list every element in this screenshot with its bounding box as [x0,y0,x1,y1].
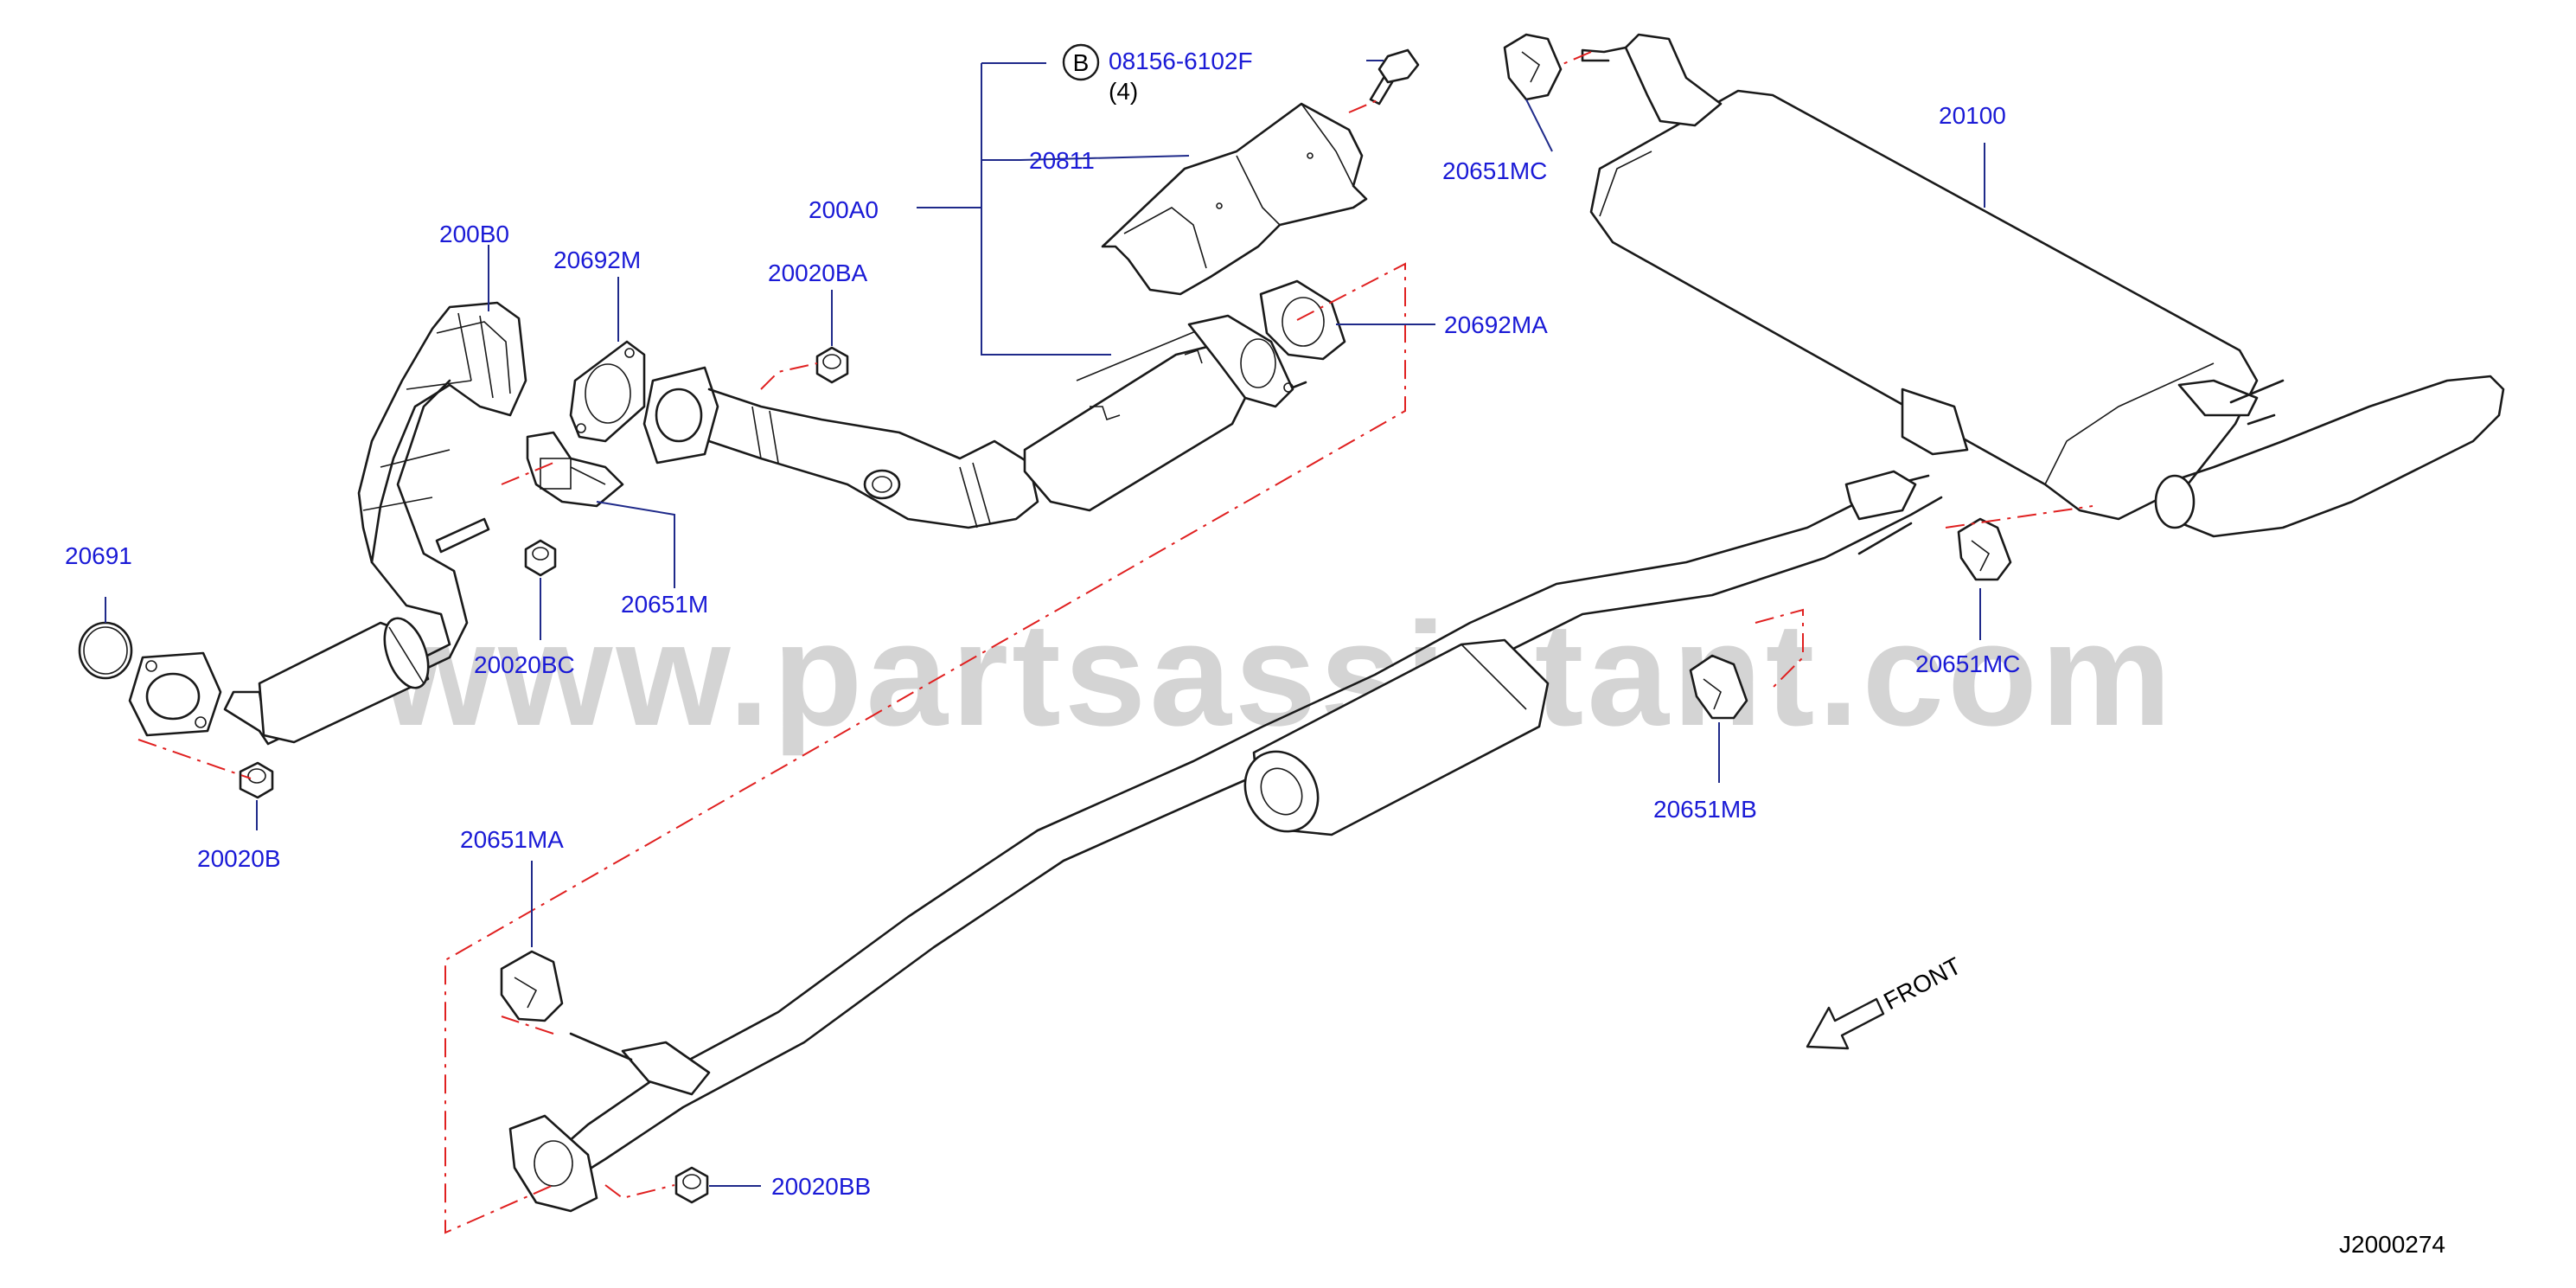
label-20691[interactable]: 20691 [65,542,132,569]
label-20651MC-right[interactable]: 20651MC [1915,650,2020,677]
leader-lines [105,60,1985,1187]
heat-shield-20811[interactable] [1101,102,1368,296]
label-20651MA[interactable]: 20651MA [460,826,564,853]
label-20100[interactable]: 20100 [1939,102,2006,129]
hanger-20651MA[interactable] [500,950,564,1022]
hanger-20651MC-right[interactable] [1957,517,2012,581]
hanger-20651MC-top[interactable] [1503,33,1563,101]
svg-text:B: B [1073,49,1090,76]
hanger-20651MB[interactable] [1689,654,1748,720]
label-20020BB[interactable]: 20020BB [771,1173,871,1200]
label-20811[interactable]: 20811 [1029,147,1095,174]
front-arrow-icon [1806,997,1885,1050]
label-20692M[interactable]: 20692M [553,247,641,273]
diagram-id: J2000274 [2339,1231,2445,1258]
center-pipe-with-sub-muffler[interactable] [508,470,1943,1213]
gasket-20691[interactable] [78,621,133,680]
label-20020BC[interactable]: 20020BC [474,651,575,678]
label-20651MB[interactable]: 20651MB [1653,796,1757,823]
label-20651M[interactable]: 20651M [621,591,708,618]
bolt-08156-6102F[interactable] [1369,48,1420,106]
front-exhaust-tube-200B0[interactable] [128,301,527,746]
nut-20020BB[interactable] [674,1166,709,1204]
catalytic-converter-200A0[interactable] [642,314,1307,529]
nut-20020BA[interactable] [815,346,849,384]
gasket-20692M[interactable] [569,340,646,443]
nut-20020BC[interactable] [524,539,557,577]
gasket-20692MA[interactable] [1259,279,1346,361]
phantom-alignment-lines [137,51,2093,1234]
label-20020B[interactable]: 20020B [197,845,281,872]
front-label: FRONT [1879,952,1966,1016]
label-08156-6102F[interactable]: 08156-6102F [1109,48,1253,74]
nut-20020B[interactable] [239,761,274,799]
callout-b-symbol: B [1062,43,1100,81]
part-labels: 200B0 20692M 20020BA 200A0 20811 08156-6… [65,48,2020,1200]
quantity-label: (4) [1109,78,1138,105]
front-direction-indicator: FRONT [1806,952,1966,1050]
label-20651MC-top[interactable]: 20651MC [1442,157,1547,184]
label-20020BA[interactable]: 20020BA [768,260,868,286]
hanger-20651M[interactable] [526,431,624,508]
label-200A0[interactable]: 200A0 [809,196,879,223]
label-20692MA[interactable]: 20692MA [1444,311,1548,338]
main-muffler-20100[interactable] [1581,33,2505,538]
label-200B0[interactable]: 200B0 [439,221,509,247]
watermark-text: www.partsassistant.com [380,593,2175,757]
